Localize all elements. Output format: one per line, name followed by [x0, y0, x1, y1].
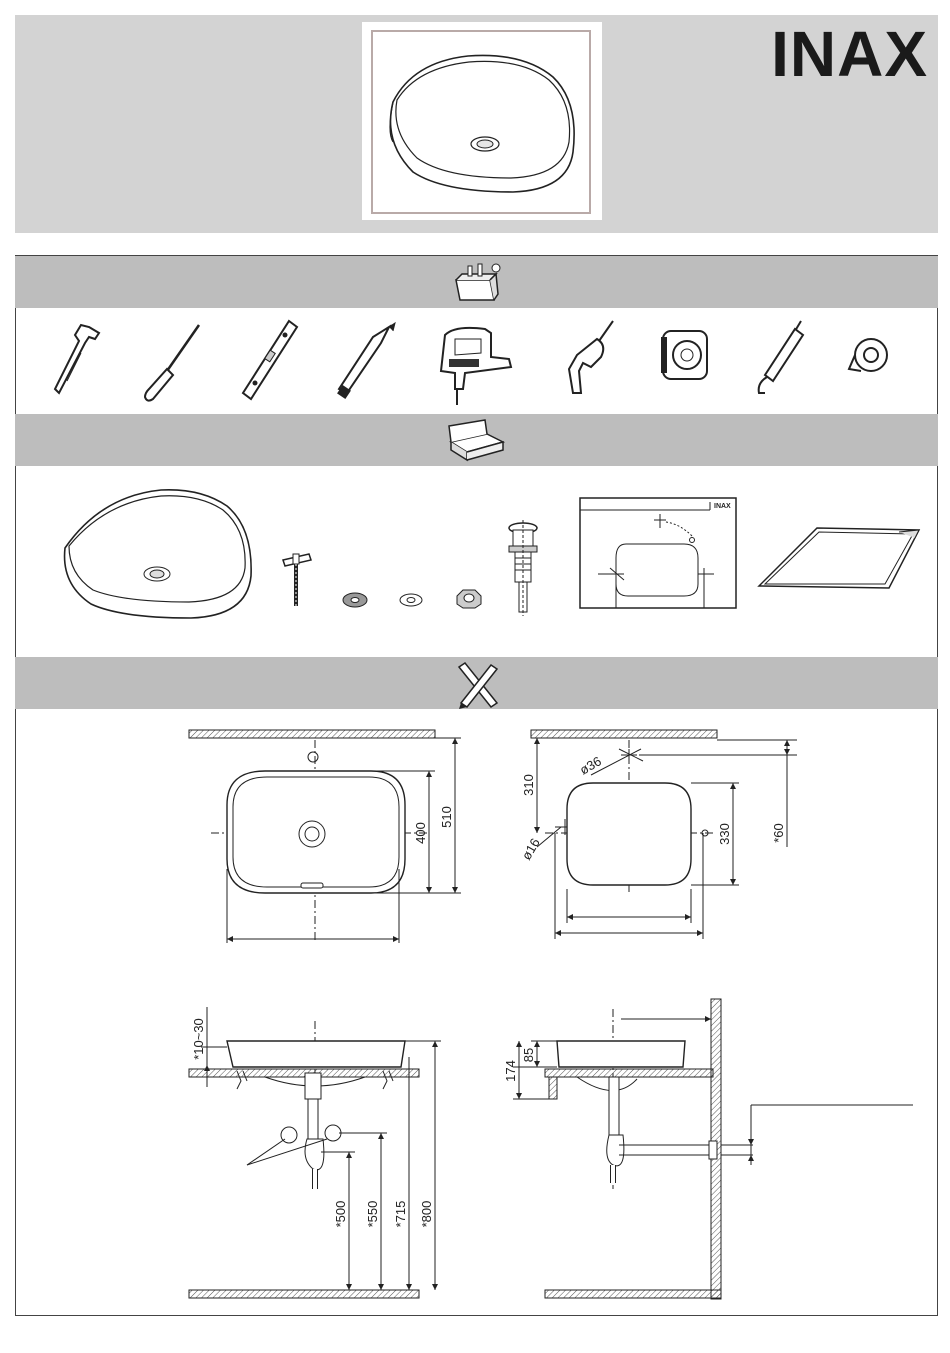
pencil-icon: [337, 323, 395, 399]
basin-product-image: [373, 32, 589, 212]
waste-drain-icon: [509, 520, 537, 616]
dim-cutout-depth: 330: [717, 823, 732, 845]
basin-icon: [65, 490, 252, 618]
dim-height-800: *800: [419, 1201, 434, 1228]
dim-hole-small: ø16: [519, 836, 543, 863]
protective-sheet-icon: [759, 528, 919, 588]
top-view-drawing: 400 510: [189, 730, 461, 943]
silicone-gun-icon: [759, 321, 803, 393]
brand-logo: INAX: [771, 22, 928, 86]
measurement-section-header: [15, 657, 938, 709]
product-image-frame: [362, 22, 602, 220]
parts-row: INAX: [15, 466, 938, 656]
dim-hole-large: ø36: [577, 753, 604, 777]
jigsaw-icon: [441, 328, 511, 405]
cutout-view-drawing: 310 ø36 ø16 330 *60: [519, 730, 797, 939]
dim-height-500: *500: [333, 1201, 348, 1228]
product-image-border: [371, 30, 591, 214]
dim-height-550: *550: [365, 1201, 380, 1228]
dim-total-depth: 510: [439, 806, 454, 828]
dim-basin-height: 85: [521, 1048, 536, 1062]
parts-section-header: [15, 414, 938, 466]
dim-counter-thickness: *10~30: [191, 1018, 206, 1060]
wrench-icon: [55, 325, 99, 393]
tape-measure-icon: [661, 331, 707, 379]
dim-edge-distance: *60: [771, 823, 786, 843]
template-brand-label: INAX: [714, 503, 731, 510]
dim-basin-depth: 400: [413, 822, 428, 844]
front-installation-view: *10~30 *500 *550 *715 *800: [189, 1007, 441, 1298]
technical-drawings: 400 510 310 ø36 ø16 330 *60: [15, 709, 938, 1315]
toolbox-icon: [450, 260, 504, 304]
mounting-bolt-icon: [283, 554, 311, 606]
screwdriver-icon: [145, 325, 199, 401]
cutout-template-icon: INAX: [580, 498, 736, 608]
spirit-level-icon: [243, 321, 297, 399]
dim-height-715: *715: [393, 1201, 408, 1228]
rubber-washer-icon: [343, 593, 367, 607]
ruler-pencil-icon: [455, 661, 499, 711]
parts-box-icon: [447, 418, 507, 462]
dim-hole-offset: 310: [521, 774, 536, 796]
dim-total-height: 174: [503, 1060, 518, 1082]
tools-row: [15, 309, 938, 413]
metal-washer-icon: [400, 594, 422, 606]
nut-icon: [457, 590, 481, 608]
side-installation-view: 85 174: [503, 999, 913, 1299]
tools-section-header: [15, 256, 938, 308]
ptfe-tape-icon: [849, 339, 887, 371]
drill-icon: [569, 321, 613, 393]
